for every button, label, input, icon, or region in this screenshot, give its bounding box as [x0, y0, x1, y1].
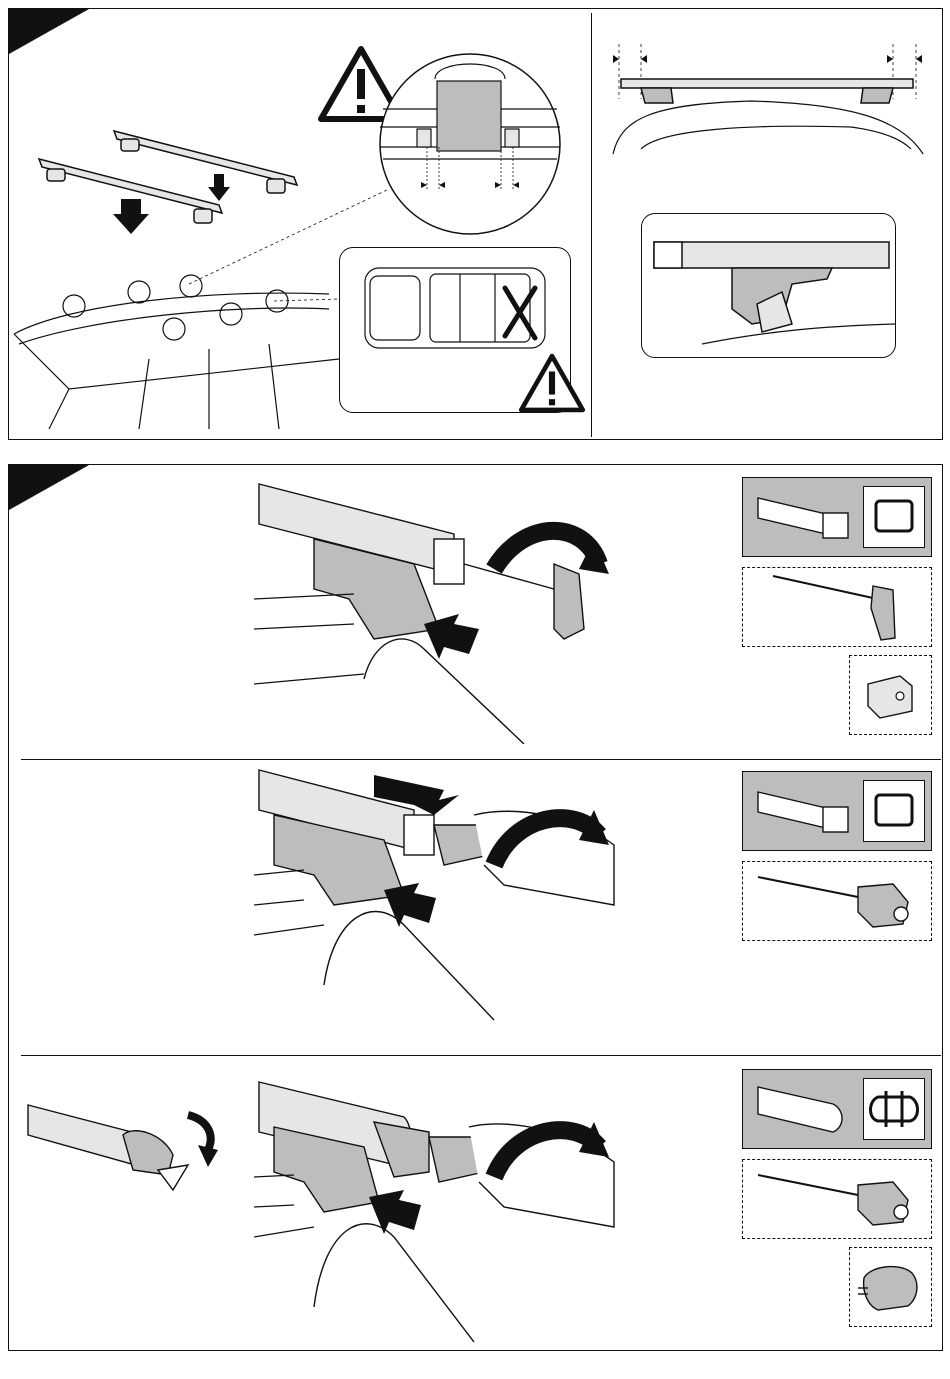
install-t-key-figure	[254, 479, 614, 744]
panel-divider	[591, 13, 592, 437]
install-aero-figure	[254, 1077, 624, 1342]
foot-closeup	[641, 213, 896, 358]
foot-closeup-drawing	[642, 214, 895, 357]
install-knob-key-figure	[254, 765, 624, 1025]
step-2-panel	[8, 464, 943, 1351]
end-cap-option-2	[849, 1247, 932, 1327]
knob-key-option	[742, 861, 932, 941]
t-handle-key-icon	[743, 568, 931, 646]
bar-profile-aero-icon	[863, 1078, 925, 1140]
bar-segment-drawing	[753, 493, 853, 543]
knob-key-option-2	[742, 1159, 932, 1239]
step-badge	[9, 9, 89, 54]
bar-overhang-front-view	[601, 39, 936, 169]
warning-triangle-icon	[517, 353, 587, 413]
aero-bar-segment-drawing	[753, 1082, 853, 1137]
end-cap-option	[849, 655, 932, 735]
bar-profile-rectangular-1	[742, 477, 932, 557]
end-cap-icon	[850, 1248, 931, 1326]
knob-key-icon	[743, 1160, 931, 1238]
step-1-panel	[8, 8, 943, 440]
foot-spacing-detail	[375, 49, 565, 239]
row-divider-2	[21, 1055, 941, 1056]
t-handle-key-option	[742, 567, 932, 647]
bar-profile-rectangular-2	[742, 771, 932, 851]
bar-profile-aero	[742, 1069, 932, 1149]
row-divider-1	[21, 759, 941, 760]
bar-segment-drawing	[753, 787, 853, 837]
bar-profile-square-icon	[863, 486, 925, 548]
end-cap-icon	[850, 656, 931, 734]
bar-profile-square-icon	[863, 780, 925, 842]
step-badge	[9, 465, 89, 510]
knob-key-icon	[743, 862, 931, 940]
aero-bar-end-figure	[23, 1075, 223, 1215]
